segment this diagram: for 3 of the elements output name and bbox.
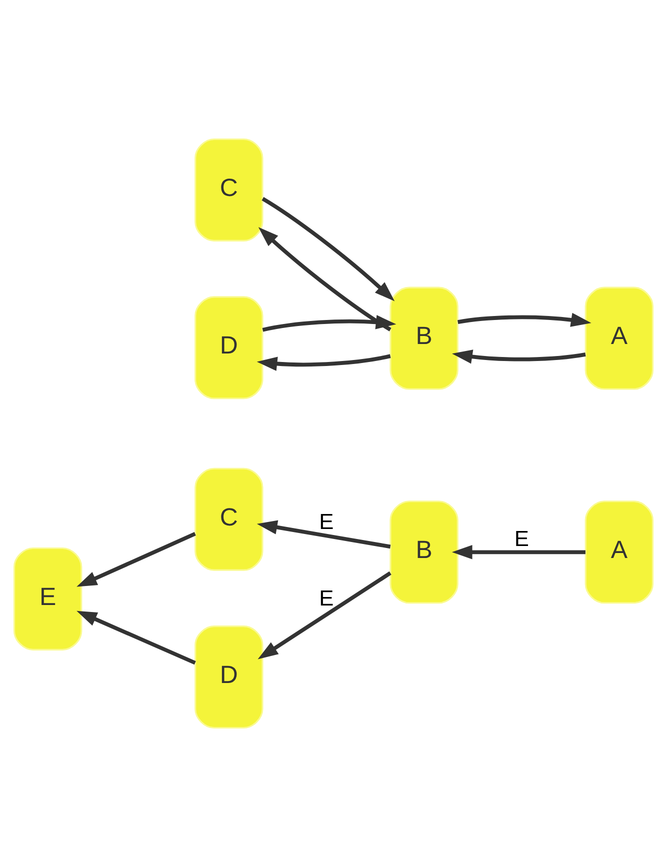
edge-label: E: [319, 586, 334, 611]
edge-label: E: [514, 526, 529, 552]
edge-label: E: [319, 509, 334, 534]
